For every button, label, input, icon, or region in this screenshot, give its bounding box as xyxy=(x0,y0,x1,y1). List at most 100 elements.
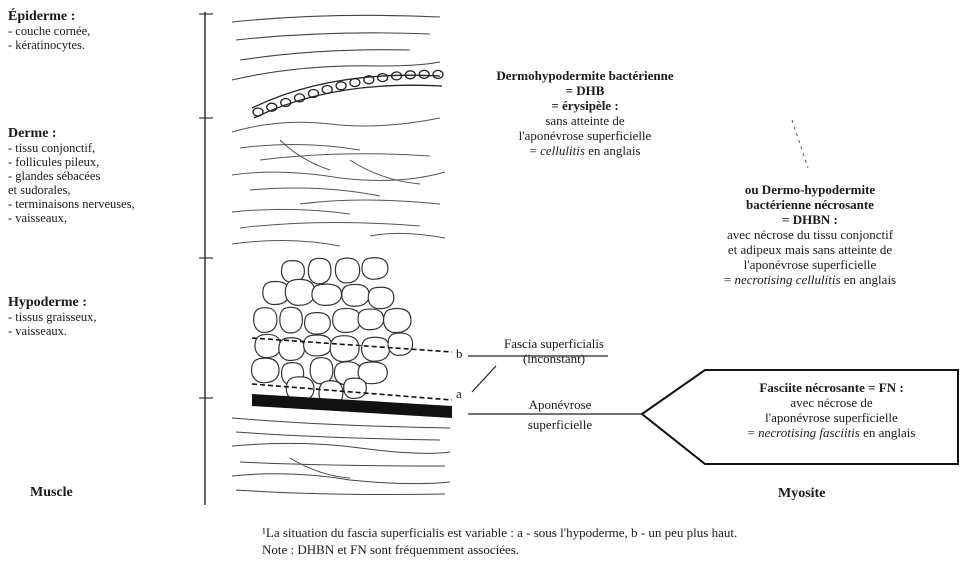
adipocyte-cell xyxy=(309,357,334,385)
adipocyte-cell xyxy=(361,257,389,280)
hypodermis-label: Hypoderme : - tissus graisseux, - vaisse… xyxy=(8,294,97,338)
fn-english: = necrotising fasciitis en anglais xyxy=(747,425,916,440)
adipocyte-cell xyxy=(253,307,278,333)
adipocyte-cell xyxy=(357,308,385,331)
muscle-label: Muscle xyxy=(30,485,73,500)
epidermis-item: - kératinocytes. xyxy=(8,38,86,52)
stratum-cell xyxy=(390,71,403,81)
adipocyte-cell xyxy=(284,278,316,306)
dermis-items: - tissu conjonctif, - follicules pileux,… xyxy=(8,141,135,225)
adipocyte-cell xyxy=(382,307,412,334)
epidermis-label: Épiderme : - couche cornée, - kératinocy… xyxy=(8,8,90,52)
dermis-title: Derme : xyxy=(8,126,57,141)
stratum-cell xyxy=(252,107,264,117)
aponeurosis-band xyxy=(252,394,452,418)
fascia-marker-a: a xyxy=(456,386,462,401)
muscle-fibers xyxy=(231,417,451,495)
stratum-cell xyxy=(418,69,430,79)
adipocyte-cell xyxy=(334,257,361,284)
fn-desc-2: l'aponévrose superficielle xyxy=(765,410,898,425)
epidermis-items: - couche cornée, - kératinocytes. xyxy=(8,24,90,52)
stratum-cell xyxy=(293,93,306,103)
stratum-cell xyxy=(321,84,333,95)
dhbn-english: = necrotising cellulitis en anglais xyxy=(723,272,897,287)
stratum-cell xyxy=(404,70,416,80)
stratum-band xyxy=(251,69,444,119)
fn-title: Fasciite nécrosante = FN : xyxy=(759,380,904,395)
fascia-line-a xyxy=(251,383,453,401)
fascia-name: Fascia superficialis xyxy=(504,336,604,351)
dermis-label: Derme : - tissu conjonctif, - follicules… xyxy=(8,125,135,225)
stratum-cell xyxy=(376,72,389,83)
dermis-item: et sudorales, xyxy=(8,183,71,197)
adipocyte-cell xyxy=(387,332,414,356)
dermis-item: - vaisseaux, xyxy=(8,211,68,225)
dhbn-block: ou Dermo-hypodermite bactérienne nécrosa… xyxy=(660,182,960,287)
dermis-item: - follicules pileux, xyxy=(8,155,100,169)
fn-desc-1: avec nécrose de xyxy=(790,395,873,410)
dhb-desc-1: sans atteinte de xyxy=(545,113,625,128)
dhbn-desc-3: l'aponévrose superficielle xyxy=(743,257,877,272)
fn-callout-box xyxy=(640,369,959,465)
stratum-cell xyxy=(363,75,375,85)
stratum-cell xyxy=(335,81,347,91)
adipocyte-cell xyxy=(329,335,360,363)
footnote: ¹La situation du fascia superficialis es… xyxy=(262,524,737,558)
adipocyte-cell xyxy=(303,311,331,335)
adipocyte-cell xyxy=(367,286,395,310)
dhb-title: Dermohypodermite bactérienne xyxy=(496,68,674,83)
fascia-marker-b: b xyxy=(456,346,463,361)
stratum-cell xyxy=(307,88,320,99)
dhb-desc-2: l'aponévrose superficielle xyxy=(518,128,652,143)
adipocyte-cell xyxy=(343,377,367,399)
adipocyte-cell xyxy=(357,361,388,385)
aponeurosis-label: Aponévrose superficielle xyxy=(505,397,615,432)
leader-fascia-ab xyxy=(471,365,497,393)
stratum-cell xyxy=(280,97,292,108)
adipocyte-cell xyxy=(303,334,333,357)
aponeurosis-line-1: Aponévrose xyxy=(528,397,592,412)
dhb-english: = cellulitis en anglais xyxy=(529,143,641,158)
myositis-label: Myosite xyxy=(778,486,826,501)
hypodermis-title: Hypoderme : xyxy=(8,295,87,310)
adipocyte-cell xyxy=(341,283,370,307)
dhbn-title-1: ou Dermo-hypodermite xyxy=(744,182,876,197)
dhb-abbrev: = DHB xyxy=(565,83,605,98)
adipocyte-cell xyxy=(280,260,306,283)
dhbn-abbrev: = DHBN : xyxy=(782,212,838,227)
stratum-cell xyxy=(432,69,444,80)
fascia-line-b xyxy=(251,337,453,353)
adipocyte-cell xyxy=(307,257,332,285)
footnote-line-1: ¹La situation du fascia superficialis es… xyxy=(262,525,738,540)
epidermis-title: Épiderme : xyxy=(8,9,76,24)
adipocyte-cell xyxy=(250,357,280,384)
pointer-dhbn xyxy=(791,119,809,169)
fascia-note: (inconstant) xyxy=(522,351,586,366)
stratum-cell xyxy=(349,77,361,88)
adipocyte-cell xyxy=(279,306,304,334)
dhbn-desc-2: et adipeux mais sans atteinte de xyxy=(727,242,893,257)
hypodermis-item: - tissus graisseux, xyxy=(8,310,97,324)
dhb-block: Dermohypodermite bactérienne = DHB = éry… xyxy=(455,68,715,158)
epidermis-item: - couche cornée, xyxy=(8,24,91,38)
adipocyte-cell xyxy=(311,283,343,306)
footnote-line-2: Note : DHBN et FN sont fréquemment assoc… xyxy=(262,542,520,557)
adipocyte-cell xyxy=(360,336,391,362)
adipocyte-cell xyxy=(331,307,362,334)
fn-block: Fasciite nécrosante = FN : avec nécrose … xyxy=(705,380,958,440)
fascia-label: Fascia superficialis (inconstant) xyxy=(490,336,618,366)
hypodermis-items: - tissus graisseux, - vaisseaux. xyxy=(8,310,97,338)
epidermis-strokes xyxy=(231,14,441,81)
adipocyte-cell xyxy=(254,333,282,359)
hypodermis-item: - vaisseaux. xyxy=(8,324,68,338)
dhb-synonym: = érysipèle : xyxy=(551,98,619,113)
stratum-cell xyxy=(266,102,278,112)
dermis-fibers xyxy=(231,117,446,247)
adipocyte-cells xyxy=(250,257,414,407)
dermis-item: - glandes sébacées xyxy=(8,169,101,183)
dhbn-title-2: bactérienne nécrosante xyxy=(746,197,874,212)
dermis-item: - terminaisons nerveuses, xyxy=(8,197,135,211)
aponeurosis-line-2: superficielle xyxy=(527,417,593,432)
dhbn-desc-1: avec nécrose du tissu conjonctif xyxy=(726,227,894,242)
